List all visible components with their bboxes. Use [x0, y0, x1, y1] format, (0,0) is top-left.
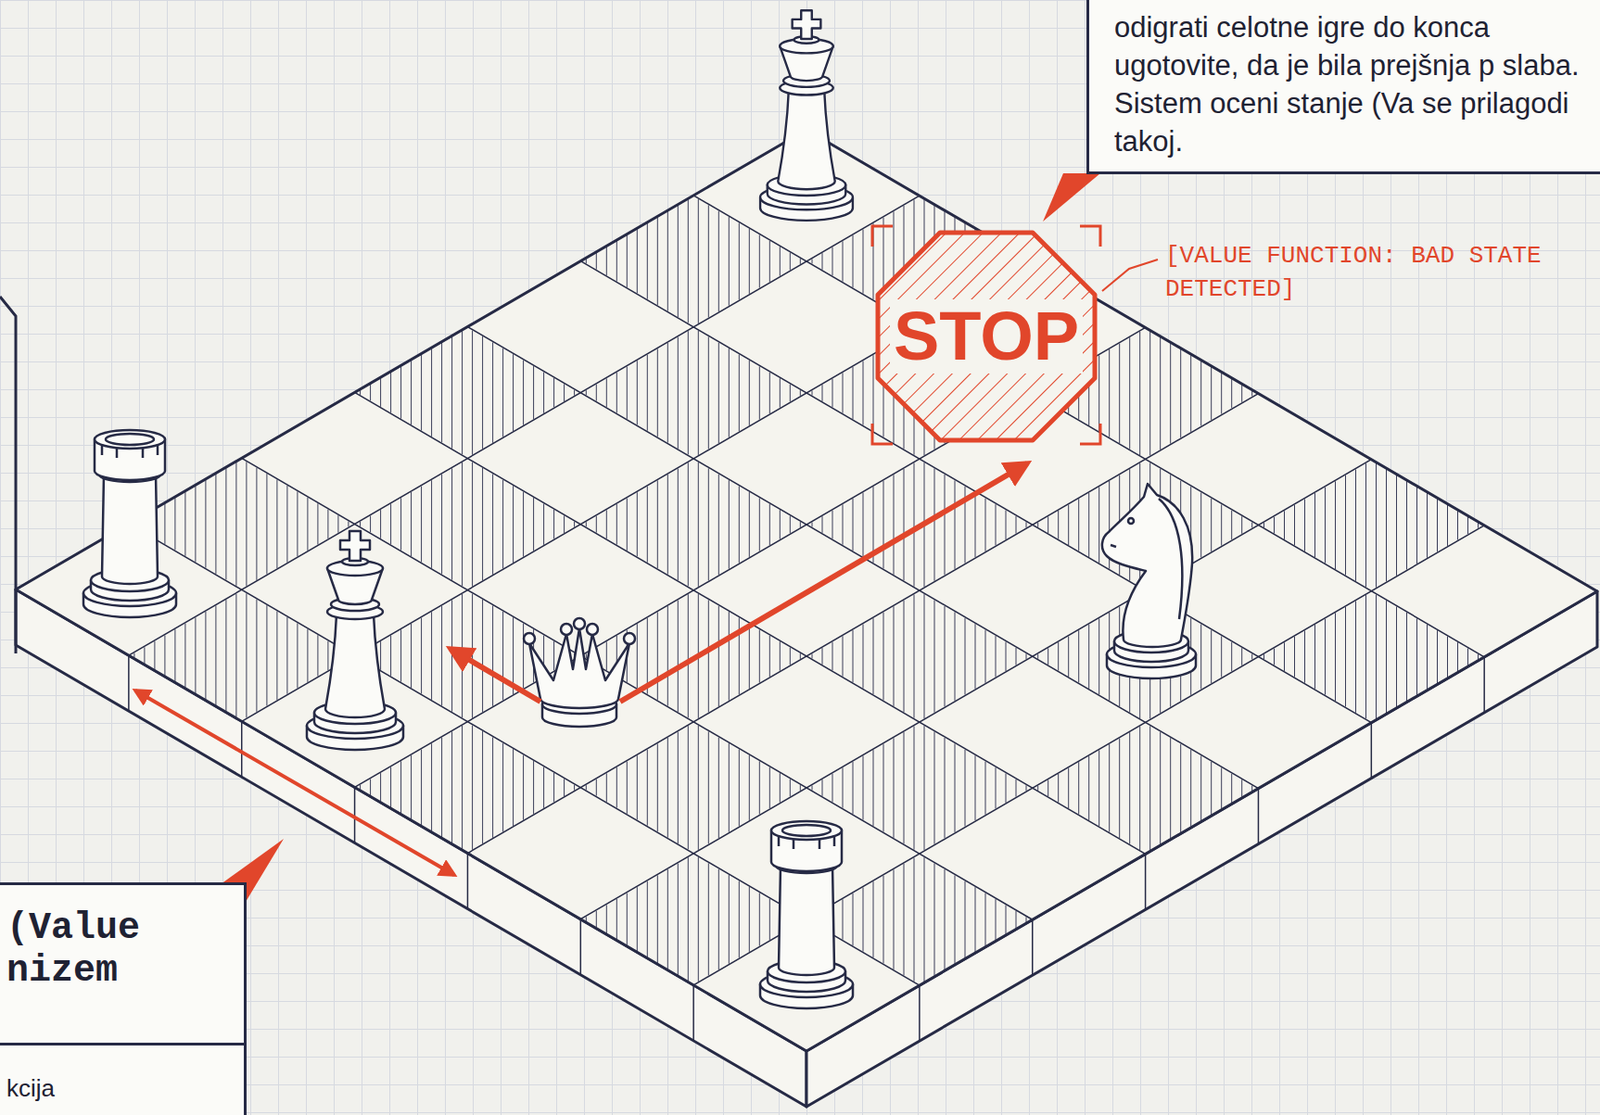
grid-line: [241, 457, 1033, 920]
square-hatch: [585, 725, 800, 851]
callout-box: (Value nizem kcija: [0, 882, 247, 1115]
square-hatch: [585, 857, 800, 982]
chess-board: [15, 129, 1598, 1107]
grid-line: [467, 327, 1258, 789]
rook-piece: [760, 821, 853, 1009]
square-hatch: [812, 725, 1027, 851]
callout-box: odigrati celotne igre do konca ugotovite…: [1086, 0, 1600, 175]
square-hatch: [134, 461, 349, 586]
square-hatch: [1038, 725, 1253, 851]
grid-line: [128, 195, 920, 656]
square-hatch: [585, 462, 800, 587]
side-tick: [918, 985, 921, 1042]
grid-line: [580, 261, 1372, 724]
callout-pointer: [1042, 173, 1101, 222]
panel-heading: (Value nizem: [6, 907, 226, 993]
side-tick: [127, 655, 130, 712]
side-tick: [580, 919, 583, 976]
board-top: [15, 129, 1598, 1052]
move-arrow: [620, 463, 1028, 702]
board-outline: [15, 129, 1598, 1052]
square-hatch: [1264, 463, 1479, 588]
callout-text: odigrati celotne igre do konca ugotovite…: [1114, 8, 1593, 161]
grid-line: [355, 392, 1146, 854]
queen-piece: [523, 618, 635, 727]
knight-piece: [1102, 483, 1196, 679]
king-piece: [306, 531, 404, 750]
side-tick: [1257, 788, 1260, 845]
side-tick: [1144, 853, 1147, 910]
square-hatch: [812, 857, 1027, 982]
grid-line: [580, 459, 1372, 920]
square-hatch: [812, 594, 1027, 719]
grid-line: [467, 393, 1258, 854]
panel-body: kcija: [6, 1074, 226, 1103]
octagon-outline: [877, 232, 1095, 441]
leader-line: [1102, 259, 1158, 292]
side-tick: [1371, 723, 1373, 779]
square-hatch: [360, 462, 575, 587]
king-piece: [760, 10, 853, 221]
side-tick: [1483, 657, 1486, 713]
square-hatch: [1264, 595, 1479, 720]
side-tick: [467, 853, 470, 910]
side-tick: [1031, 919, 1034, 976]
status-label: [VALUE FUNCTION: BAD STATE DETECTED]: [1165, 239, 1578, 306]
square-hatch: [360, 330, 575, 456]
rook-piece: [83, 430, 177, 618]
side-tick: [241, 721, 243, 777]
partial-panel-edge: [0, 296, 16, 654]
stop-text: STOP: [889, 299, 1083, 374]
side-tick: [692, 985, 695, 1042]
span-arrow: [135, 690, 455, 876]
move-arrow: [450, 648, 541, 702]
square-hatch: [585, 330, 800, 456]
focus-bracket: [872, 226, 1101, 445]
panel-divider: [0, 1042, 244, 1046]
octagon-ground: [877, 232, 1095, 441]
square-hatch: [585, 199, 800, 324]
stop-sign: STOP: [875, 229, 1098, 444]
